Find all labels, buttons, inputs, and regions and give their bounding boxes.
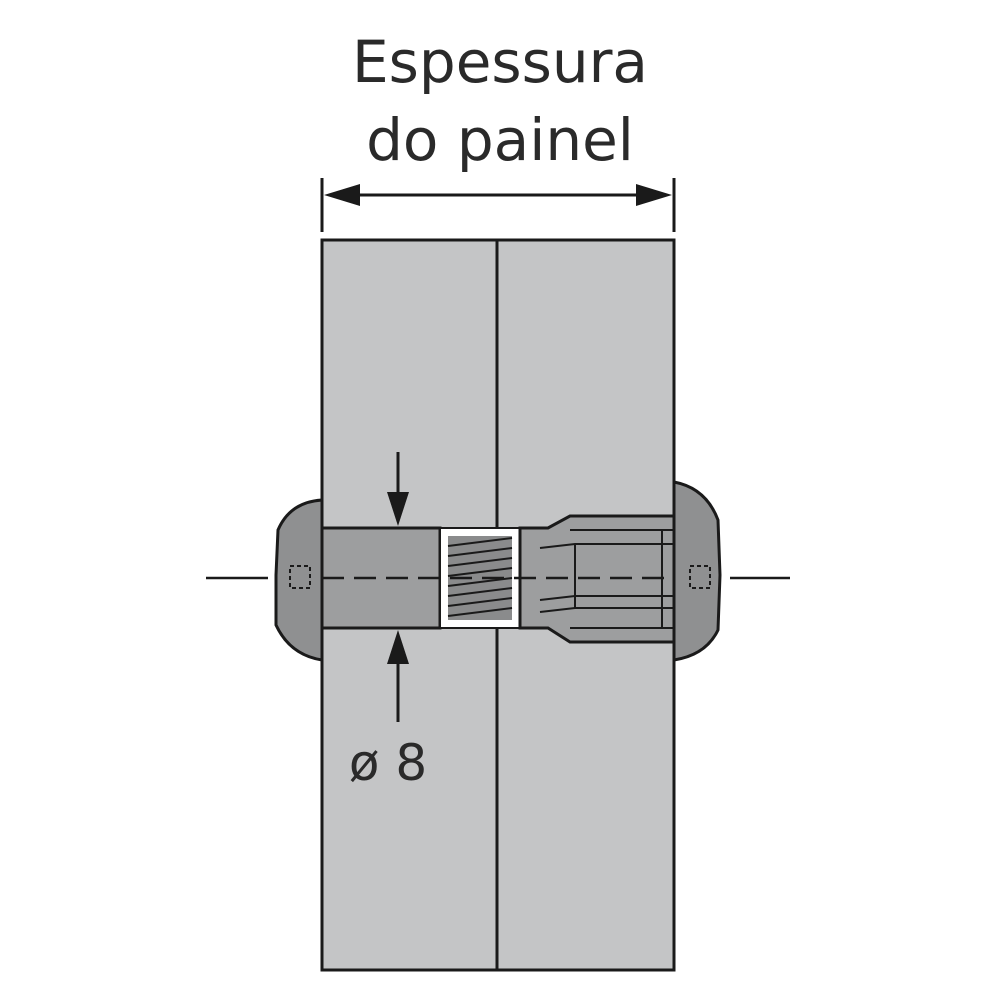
- dimension-label-line2: do painel: [366, 106, 634, 174]
- left-cap: [274, 498, 324, 662]
- cap-slot-marks: [289, 565, 711, 589]
- thickness-arrow: [324, 184, 672, 206]
- right-cap: [672, 480, 722, 662]
- diameter-arrows: [387, 452, 409, 722]
- thickness-dimension: [320, 178, 676, 232]
- diameter-label: ø 8: [349, 734, 427, 792]
- dimension-label-line1: Espessura: [352, 28, 648, 96]
